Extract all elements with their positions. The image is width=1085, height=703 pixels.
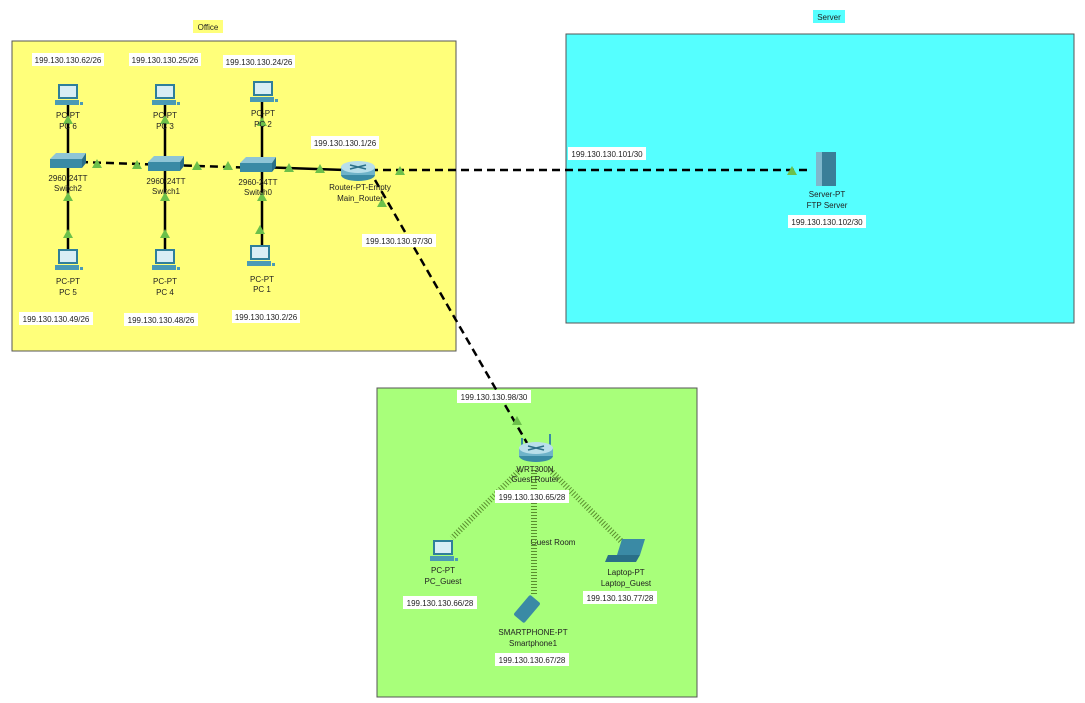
server-area-label: Server [817, 13, 841, 22]
svg-text:199.130.130.25/26: 199.130.130.25/26 [132, 56, 199, 65]
svg-text:Laptop-PT: Laptop-PT [607, 568, 644, 577]
svg-text:Smartphone1: Smartphone1 [509, 639, 558, 648]
svg-text:199.130.130.102/30: 199.130.130.102/30 [791, 218, 863, 227]
pc-guest[interactable]: PC-PT PC_Guest [425, 540, 463, 586]
pc2[interactable]: PC-PT PC 2 [250, 81, 278, 129]
svg-text:199.130.130.49/26: 199.130.130.49/26 [23, 315, 90, 324]
svg-text:PC-PT: PC-PT [250, 275, 274, 284]
laptop-guest[interactable]: Laptop-PT Laptop_Guest [601, 539, 652, 588]
svg-text:199.130.130.67/28: 199.130.130.67/28 [499, 656, 566, 665]
svg-text:FTP Server: FTP Server [807, 201, 848, 210]
pc3[interactable]: PC-PT PC 3 [152, 84, 180, 131]
smartphone1[interactable]: SMARTPHONE-PT Smartphone1 [498, 595, 568, 648]
svg-text:PC-PT: PC-PT [153, 111, 177, 120]
svg-text:199.130.130.98/30: 199.130.130.98/30 [461, 393, 528, 402]
svg-text:PC 1: PC 1 [253, 285, 271, 294]
svg-text:PC-PT: PC-PT [56, 111, 80, 120]
svg-text:PC-PT: PC-PT [56, 277, 80, 286]
guest-area-label: Guest Room [531, 538, 576, 547]
svg-text:199.130.130.62/26: 199.130.130.62/26 [35, 56, 102, 65]
svg-text:PC 2: PC 2 [254, 120, 272, 129]
office-area [11, 40, 457, 352]
svg-text:Router-PT-Empty: Router-PT-Empty [329, 183, 391, 192]
svg-text:Switch2: Switch2 [54, 184, 83, 193]
svg-text:PC_Guest: PC_Guest [425, 577, 463, 586]
svg-text:199.130.130.97/30: 199.130.130.97/30 [366, 237, 433, 246]
ip-labels: 199.130.130.62/26 199.130.130.25/26 199.… [19, 53, 866, 666]
svg-text:SMARTPHONE-PT: SMARTPHONE-PT [498, 628, 567, 637]
svg-text:2960-24TT: 2960-24TT [48, 174, 87, 183]
ftp-server[interactable]: Server-PT FTP Server [807, 152, 848, 210]
svg-text:Guest Router: Guest Router [511, 475, 559, 484]
svg-text:199.130.130.66/28: 199.130.130.66/28 [407, 599, 474, 608]
svg-text:199.130.130.24/26: 199.130.130.24/26 [226, 58, 293, 67]
svg-text:199.130.130.1/26: 199.130.130.1/26 [314, 139, 377, 148]
svg-text:Switch0: Switch0 [244, 188, 273, 197]
office-area-label: Office [198, 23, 219, 32]
svg-text:PC-PT: PC-PT [251, 109, 275, 118]
svg-text:Main_Router: Main_Router [337, 194, 383, 203]
svg-text:Laptop_Guest: Laptop_Guest [601, 579, 652, 588]
svg-text:199.130.130.2/26: 199.130.130.2/26 [235, 313, 298, 322]
pc5[interactable]: PC-PT PC 5 [55, 249, 83, 297]
svg-text:2960-24TT: 2960-24TT [146, 177, 185, 186]
svg-text:PC 6: PC 6 [59, 122, 77, 131]
svg-text:199.130.130.48/26: 199.130.130.48/26 [128, 316, 195, 325]
svg-text:Switch1: Switch1 [152, 187, 181, 196]
svg-text:PC 4: PC 4 [156, 288, 174, 297]
svg-text:2960-24TT: 2960-24TT [238, 178, 277, 187]
svg-text:PC 3: PC 3 [156, 122, 174, 131]
svg-text:PC 5: PC 5 [59, 288, 77, 297]
pc4[interactable]: PC-PT PC 4 [152, 249, 180, 297]
svg-text:Server-PT: Server-PT [809, 190, 846, 199]
svg-text:199.130.130.65/28: 199.130.130.65/28 [499, 493, 566, 502]
pc6[interactable]: PC-PT PC 6 [55, 84, 83, 131]
svg-text:199.130.130.101/30: 199.130.130.101/30 [571, 150, 643, 159]
svg-text:WRT300N: WRT300N [516, 465, 553, 474]
svg-text:PC-PT: PC-PT [431, 566, 455, 575]
svg-text:199.130.130.77/28: 199.130.130.77/28 [587, 594, 654, 603]
svg-text:PC-PT: PC-PT [153, 277, 177, 286]
